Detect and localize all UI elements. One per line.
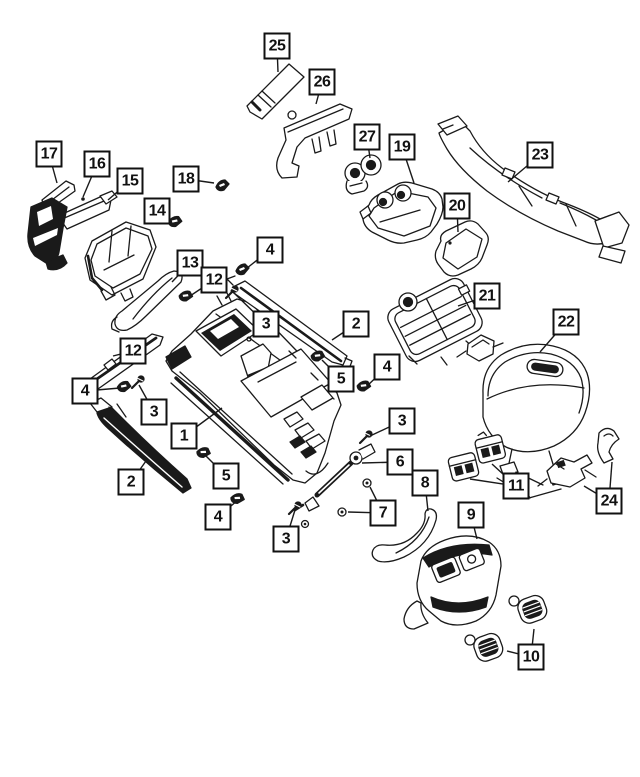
callout-3[interactable]: 3 (272, 525, 300, 553)
part-curved-strip (110, 270, 183, 333)
callout-21[interactable]: 21 (473, 282, 501, 310)
part-9-rear-cover (403, 535, 502, 630)
part-23-air-duct (437, 115, 630, 264)
callout-12[interactable]: 12 (119, 337, 147, 365)
callout-22[interactable]: 22 (552, 308, 580, 336)
callout-26[interactable]: 26 (308, 68, 336, 96)
callout-9[interactable]: 9 (457, 501, 485, 529)
part-10-vents (464, 594, 548, 662)
callout-12[interactable]: 12 (200, 266, 228, 294)
callout-4[interactable]: 4 (71, 377, 99, 405)
callout-15[interactable]: 15 (116, 167, 144, 195)
callout-4[interactable]: 4 (256, 236, 284, 264)
part-7-screws (300, 478, 372, 529)
callout-2[interactable]: 2 (117, 468, 145, 496)
callout-5[interactable]: 5 (327, 365, 355, 393)
callout-17[interactable]: 17 (35, 140, 63, 168)
callout-14[interactable]: 14 (143, 197, 171, 225)
callout-10[interactable]: 10 (517, 643, 545, 671)
callout-23[interactable]: 23 (526, 141, 554, 169)
callout-18[interactable]: 18 (172, 165, 200, 193)
part-27-cupholder-insert (344, 154, 382, 195)
part-8-trim-strip (371, 508, 438, 563)
callout-16[interactable]: 16 (83, 150, 111, 178)
callout-25[interactable]: 25 (263, 32, 291, 60)
callout-19[interactable]: 19 (388, 133, 416, 161)
callout-4[interactable]: 4 (204, 503, 232, 531)
part-25-pad (246, 63, 305, 120)
part-lid-latch (456, 334, 504, 362)
callout-3[interactable]: 3 (388, 407, 416, 435)
part-24-brackets (537, 427, 620, 488)
callout-4[interactable]: 4 (373, 353, 401, 381)
part-11-switches (447, 431, 507, 482)
part-21-storage-bin (387, 277, 483, 366)
callout-24[interactable]: 24 (595, 487, 623, 515)
part-15-side-panel (27, 190, 118, 271)
part-upper-tray (84, 221, 157, 302)
callout-3[interactable]: 3 (252, 310, 280, 338)
callout-6[interactable]: 6 (386, 448, 414, 476)
callout-13[interactable]: 13 (176, 249, 204, 277)
part-19-cupholder-tray (359, 181, 444, 244)
callout-1[interactable]: 1 (170, 422, 198, 450)
callout-7[interactable]: 7 (369, 499, 397, 527)
callout-20[interactable]: 20 (443, 192, 471, 220)
part-6-linkage (293, 443, 376, 512)
callout-11[interactable]: 11 (502, 472, 530, 500)
part-2-left-trim (89, 397, 192, 494)
callout-2[interactable]: 2 (342, 310, 370, 338)
callout-8[interactable]: 8 (411, 469, 439, 497)
callout-5[interactable]: 5 (212, 462, 240, 490)
callout-27[interactable]: 27 (353, 123, 381, 151)
part-20-mat (434, 220, 489, 277)
callout-3[interactable]: 3 (140, 398, 168, 426)
part-26-bracket (276, 103, 353, 179)
